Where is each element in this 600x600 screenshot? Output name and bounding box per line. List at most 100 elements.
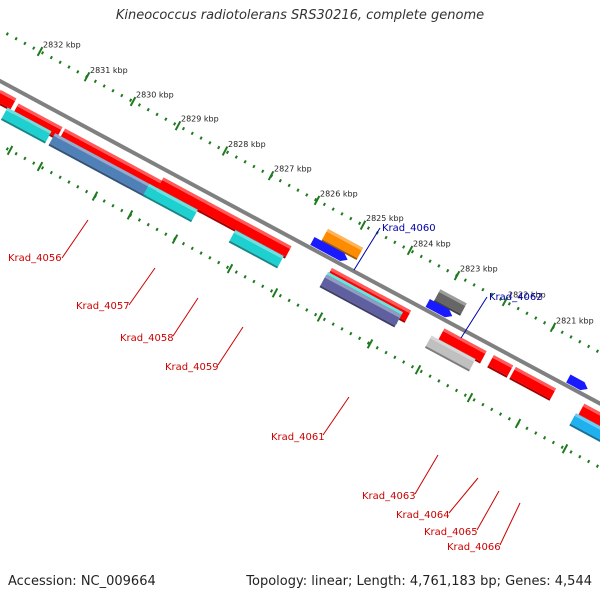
gene-block-4060b bbox=[310, 236, 348, 262]
gene-block-4065-top bbox=[514, 366, 536, 380]
gene-block-4055-top bbox=[0, 89, 17, 101]
kbp-tick-label: 2827 kbp bbox=[274, 165, 312, 174]
gene-block-4060b-body bbox=[310, 236, 348, 262]
gene-block-4063b-top bbox=[430, 335, 476, 362]
gene-label: Krad_4060 bbox=[382, 223, 436, 234]
gene-block-4059-body bbox=[241, 225, 291, 257]
kbp-tick-label: 2831 kbp bbox=[90, 66, 128, 75]
genome-stats-text: Topology: linear; Length: 4,761,183 bp; … bbox=[246, 574, 592, 589]
gene-block-4057-top bbox=[162, 177, 208, 204]
kbp-tick-mark bbox=[453, 270, 461, 281]
gene-label: Krad_4066 bbox=[447, 542, 501, 553]
scale-tick-mark bbox=[514, 418, 522, 429]
kbp-tick-mark bbox=[36, 46, 44, 57]
gene-block-4060-bottom bbox=[321, 239, 358, 261]
gene-block-4057b-top bbox=[147, 183, 198, 213]
gene-leader-line bbox=[172, 297, 199, 337]
gene-leader-line bbox=[61, 219, 89, 259]
kbp-tick-label: 2823 kbp bbox=[460, 265, 498, 274]
kbp-tick-label: 2821 kbp bbox=[556, 316, 594, 325]
gene-block-4057b-bottom bbox=[142, 194, 193, 223]
scale-tick-mark bbox=[36, 161, 44, 172]
scale-tick-mark bbox=[171, 234, 179, 244]
gene-label: Krad_4064 bbox=[396, 510, 450, 521]
gene-block-4055 bbox=[0, 89, 17, 111]
gene-block-4067c-bottom bbox=[569, 423, 600, 445]
gene-block-4056-top bbox=[63, 128, 162, 184]
gene-leader-line bbox=[448, 477, 479, 514]
gene-block-4061c-top bbox=[324, 274, 401, 318]
kbp-tick-label: 2822 kbp bbox=[508, 290, 546, 299]
gene-block-4067-body bbox=[566, 374, 588, 391]
gene-block-4067 bbox=[566, 374, 588, 391]
kbp-tick-mark bbox=[174, 120, 182, 131]
scale-tick-mark bbox=[226, 263, 234, 274]
gene-leader-line bbox=[499, 502, 521, 546]
gene-block-4066-top bbox=[533, 377, 557, 392]
scale-tick-mark bbox=[366, 339, 374, 349]
gene-block-cyan-a-body bbox=[1, 110, 51, 142]
gene-block-4061-top bbox=[330, 267, 412, 314]
scale-tick-mark bbox=[466, 392, 474, 403]
gene-block-4067c-top bbox=[574, 413, 600, 435]
gene-block-4065 bbox=[509, 366, 536, 390]
gene-label: Krad_4062 bbox=[489, 292, 543, 303]
gene-block-4064-body bbox=[488, 357, 512, 376]
gene-block-4059b-top bbox=[233, 229, 284, 259]
scale-tick-mark bbox=[414, 364, 422, 375]
gene-block-4060-top bbox=[326, 228, 364, 251]
gene-block-4062-bottom bbox=[433, 299, 462, 316]
gene-block-4059b-bottom bbox=[228, 240, 279, 269]
kbp-tick-label: 2824 kbp bbox=[413, 239, 451, 248]
scale-tick-mark bbox=[126, 210, 134, 220]
gene-label: Krad_4061 bbox=[271, 432, 325, 443]
gene-block-4064-bottom bbox=[487, 365, 508, 378]
gene-label: Krad_4065 bbox=[424, 527, 478, 538]
scale-tick-mark bbox=[271, 287, 279, 298]
gene-block-4063-body bbox=[438, 331, 486, 362]
gene-block-4060-body bbox=[322, 231, 362, 259]
map-title: Kineococcus radiotolerans SRS30216, comp… bbox=[115, 8, 485, 23]
kbp-tick-mark bbox=[501, 296, 509, 307]
gene-block-4066-body bbox=[529, 379, 555, 400]
gene-label: Krad_4059 bbox=[165, 362, 219, 373]
kbp-tick-mark bbox=[406, 245, 414, 256]
gene-block-4058 bbox=[197, 199, 249, 236]
gene-block-4059b bbox=[228, 229, 284, 269]
kbp-tick-mark bbox=[83, 71, 91, 82]
gene-leader-line bbox=[217, 326, 244, 366]
gene-label: Krad_4063 bbox=[362, 491, 416, 502]
gene-block-4059-top bbox=[246, 222, 292, 249]
gene-block-4063b bbox=[424, 335, 476, 372]
gene-block-4056b bbox=[48, 133, 152, 198]
gene-block-4067b-body bbox=[578, 406, 600, 429]
gene-block-4066 bbox=[528, 377, 557, 401]
gene-label: Krad_4056 bbox=[8, 253, 62, 264]
kbp-tick-label: 2829 kbp bbox=[181, 115, 219, 124]
gene-block-4061c bbox=[319, 274, 401, 328]
kbp-tick-mark bbox=[129, 96, 137, 107]
gene-block-4058-body bbox=[198, 202, 248, 234]
gene-block-4062-body bbox=[434, 291, 466, 314]
kbp-tick-mark bbox=[267, 170, 275, 181]
kbp-tick-mark bbox=[359, 220, 367, 231]
gene-block-upstream-top bbox=[17, 103, 63, 130]
gene-block-cyan-a bbox=[0, 107, 52, 144]
gene-block-4056b-body bbox=[49, 135, 151, 196]
accession-text: Accession: NC_009664 bbox=[8, 574, 156, 589]
gene-block-4062b-body bbox=[425, 298, 453, 318]
gene-block-4061b-top bbox=[326, 271, 403, 315]
gene-block-4061c-body bbox=[320, 277, 400, 326]
scale-track-lower bbox=[0, 143, 600, 470]
gene-block-4059b-body bbox=[229, 232, 283, 267]
kbp-tick-label: 2825 kbp bbox=[366, 214, 404, 223]
kbp-tick-label: 2830 kbp bbox=[136, 91, 174, 100]
gene-block-4056-body bbox=[59, 131, 161, 192]
gene-block-cyan-a-top bbox=[6, 107, 52, 134]
kbp-tick-mark bbox=[221, 146, 229, 156]
kbp-tick-mark bbox=[313, 195, 321, 206]
gene-block-4062b bbox=[425, 298, 453, 318]
scale-tick-mark bbox=[6, 145, 14, 156]
